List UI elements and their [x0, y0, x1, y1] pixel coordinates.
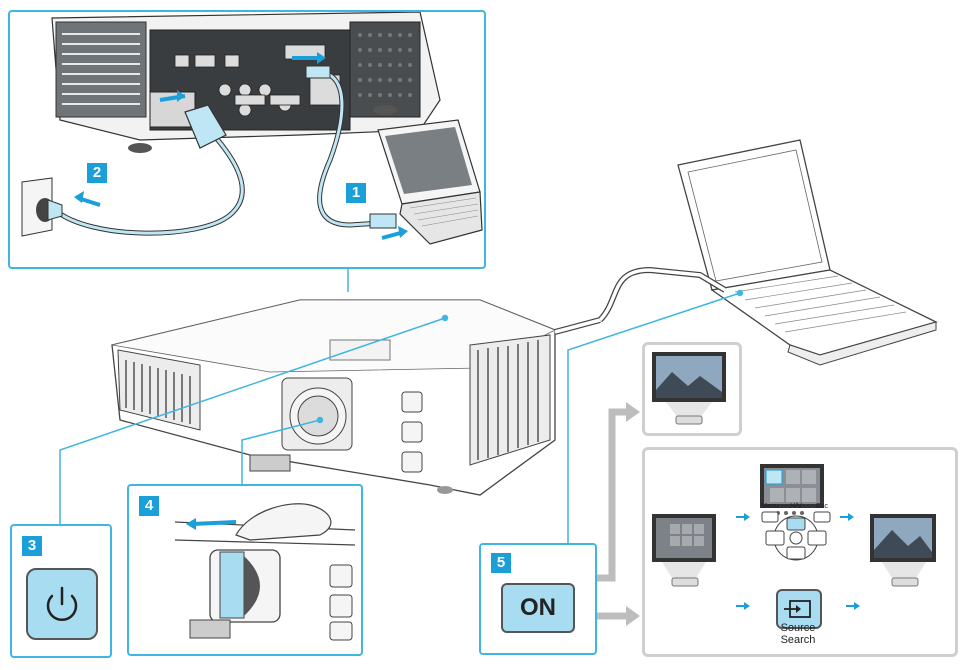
on-button: ON: [501, 583, 575, 633]
source-search-icon: [784, 600, 811, 618]
leader-lines: [59, 267, 744, 543]
step-1-marker: 1: [346, 183, 366, 203]
panel-lens-cover: [127, 484, 363, 656]
remote-label-esc: Esc: [816, 503, 828, 510]
remote-label-hv: H/V: [790, 503, 802, 510]
panel-manual-source: [642, 447, 958, 657]
step-3-marker: 3: [22, 536, 42, 556]
small-laptop-icon: [377, 119, 483, 245]
hdmi-cable: [292, 52, 408, 240]
step-2-marker: 2: [87, 163, 107, 183]
power-cable: [53, 90, 245, 236]
source-search-button: [776, 589, 822, 629]
projector-rear-illustration: [51, 11, 441, 153]
auto-projection-icon: [652, 352, 726, 425]
source-search-label: Source Search: [780, 622, 816, 646]
flow-arrows: [596, 402, 640, 626]
wall-outlet-icon: [21, 177, 101, 237]
remote-flow: [652, 464, 936, 610]
panel-auto-source: [642, 342, 742, 436]
step-5-marker: 5: [491, 553, 511, 573]
panel-connections: [8, 10, 486, 269]
lens-cover-illustration: [174, 500, 356, 641]
power-icon: [46, 586, 78, 622]
large-laptop-icon: [554, 139, 938, 366]
remote-label-menu: Menu: [761, 503, 779, 510]
projector-front-illustration: [111, 299, 556, 496]
step-4-marker: 4: [139, 496, 159, 516]
power-button: [26, 568, 98, 640]
